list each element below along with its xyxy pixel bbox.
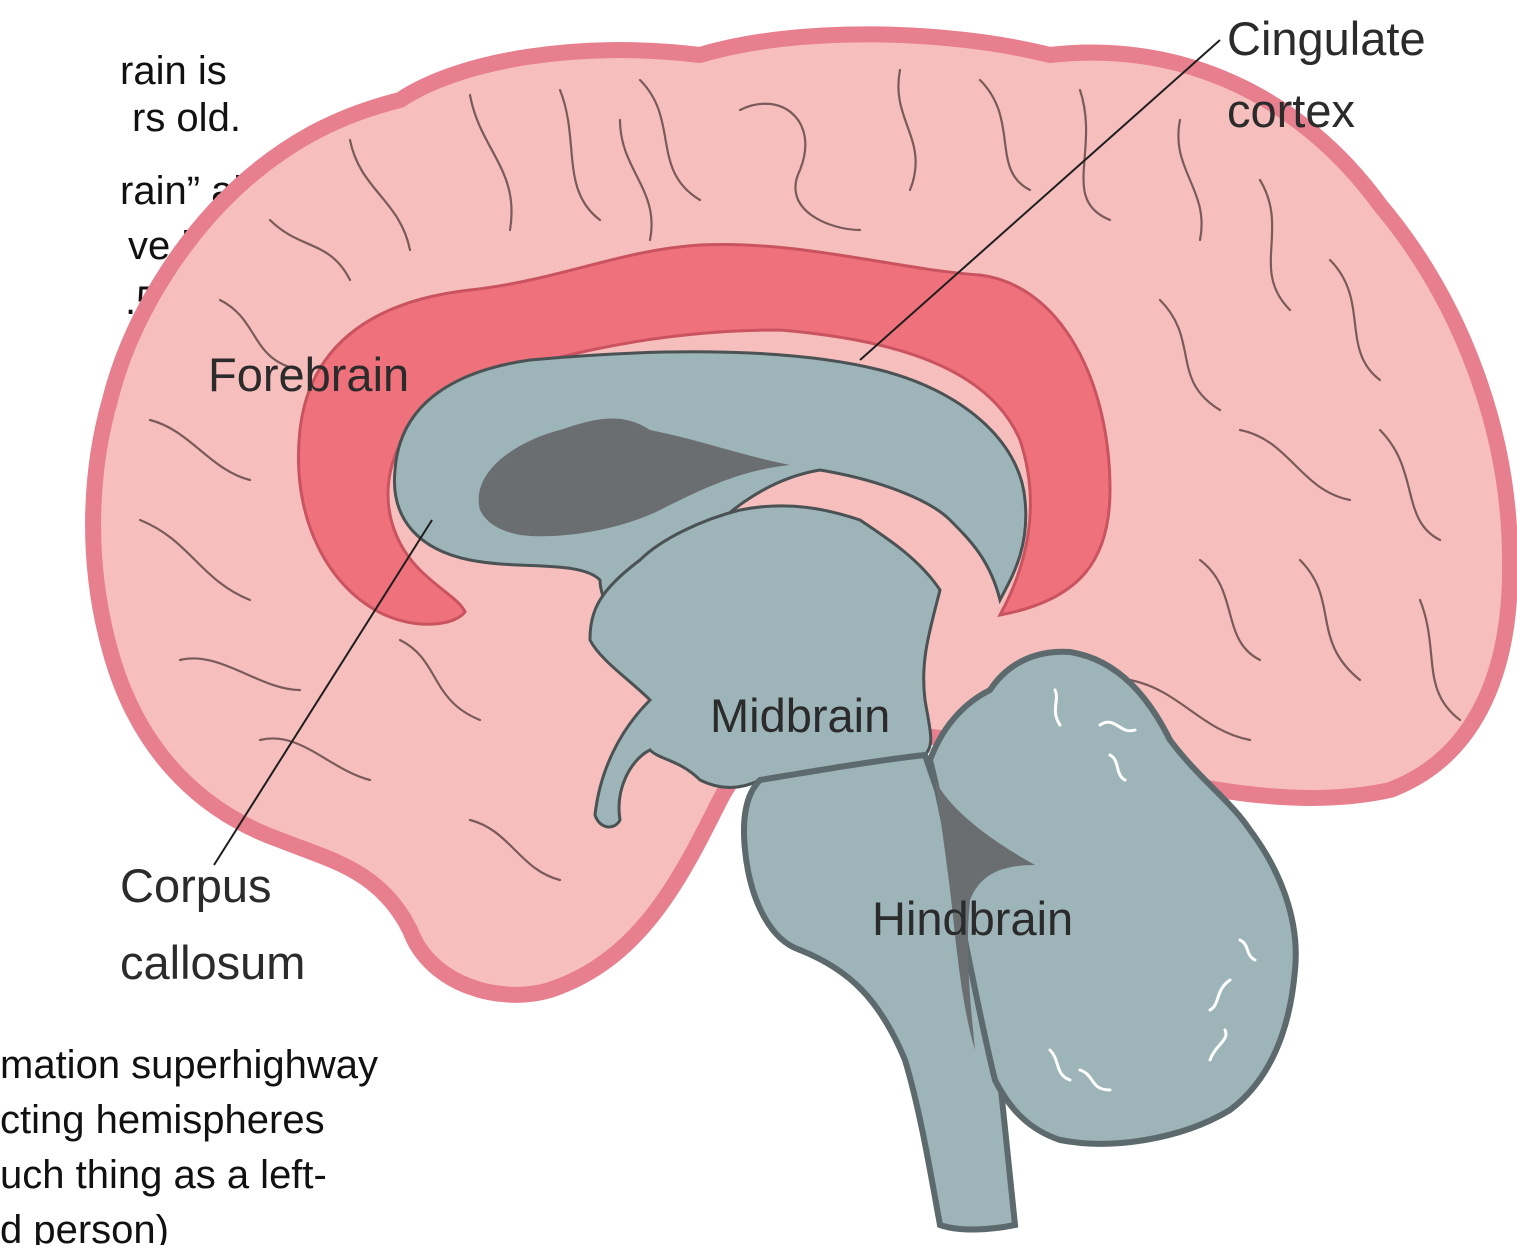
corpus-callosum-label-line: callosum	[120, 936, 305, 989]
note-line: rain is	[120, 49, 227, 93]
note-line: cting hemispheres	[0, 1098, 325, 1142]
cingulate-label-line: cortex	[1227, 84, 1355, 137]
cingulate-label-line: Cingulate	[1227, 12, 1426, 65]
corpus-callosum-label-line: Corpus	[120, 859, 272, 912]
note-line: rs old.	[132, 96, 241, 140]
bottom-left-note: mation superhighway cting hemispheres uc…	[0, 1043, 378, 1245]
midbrain-label: Midbrain	[710, 689, 890, 742]
note-line: mation superhighway	[0, 1043, 378, 1087]
note-line: uch thing as a left-	[0, 1153, 327, 1197]
hindbrain-label: Hindbrain	[872, 892, 1073, 945]
forebrain-label: Forebrain	[208, 348, 409, 401]
note-line: d person)	[0, 1208, 169, 1245]
